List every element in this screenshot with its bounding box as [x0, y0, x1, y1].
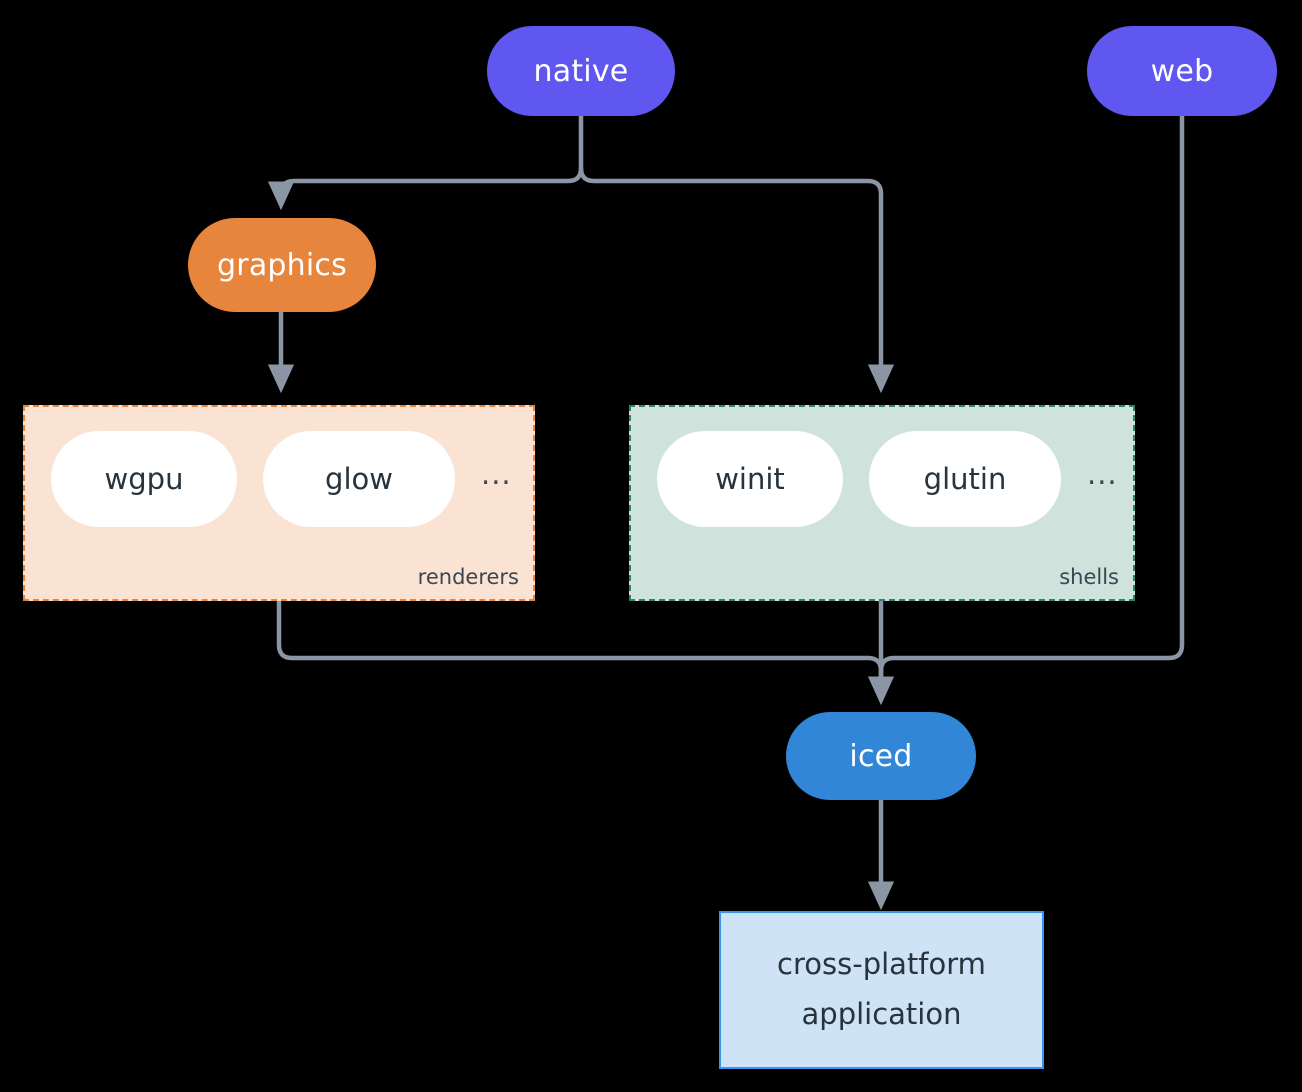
node-web[interactable]: web	[1087, 26, 1277, 116]
group-shells: winit glutin ... shells	[629, 405, 1135, 601]
node-application[interactable]: cross-platform application	[719, 911, 1044, 1069]
renderers-chip-row: wgpu glow ...	[51, 431, 512, 527]
shells-overflow-ellipsis: ...	[1087, 457, 1118, 491]
chip-wgpu[interactable]: wgpu	[51, 431, 237, 527]
application-label-line2: application	[801, 997, 962, 1031]
group-renderers: wgpu glow ... renderers	[23, 405, 535, 601]
node-native-label: native	[533, 53, 629, 89]
renderers-overflow-ellipsis: ...	[481, 457, 512, 491]
shells-chip-row: winit glutin ...	[657, 431, 1118, 527]
chip-winit-label: winit	[715, 462, 785, 496]
chip-winit[interactable]: winit	[657, 431, 843, 527]
chip-wgpu-label: wgpu	[104, 462, 184, 496]
node-iced[interactable]: iced	[786, 712, 976, 800]
group-renderers-label: renderers	[417, 565, 519, 589]
chip-glutin[interactable]: glutin	[869, 431, 1061, 527]
edge-native-graphics	[267, 167, 584, 211]
node-iced-label: iced	[849, 738, 913, 774]
node-graphics[interactable]: graphics	[188, 218, 376, 312]
node-graphics-label: graphics	[217, 247, 347, 283]
edge-renderers-iced	[276, 601, 895, 706]
chip-glow-label: glow	[325, 462, 393, 496]
node-web-label: web	[1150, 53, 1214, 89]
application-label-line1: cross-platform	[777, 947, 986, 982]
group-shells-label: shells	[1059, 565, 1119, 589]
node-native[interactable]: native	[487, 26, 675, 116]
chip-glow[interactable]: glow	[263, 431, 455, 527]
chip-glutin-label: glutin	[923, 462, 1007, 496]
edge-native-shells	[578, 167, 895, 394]
